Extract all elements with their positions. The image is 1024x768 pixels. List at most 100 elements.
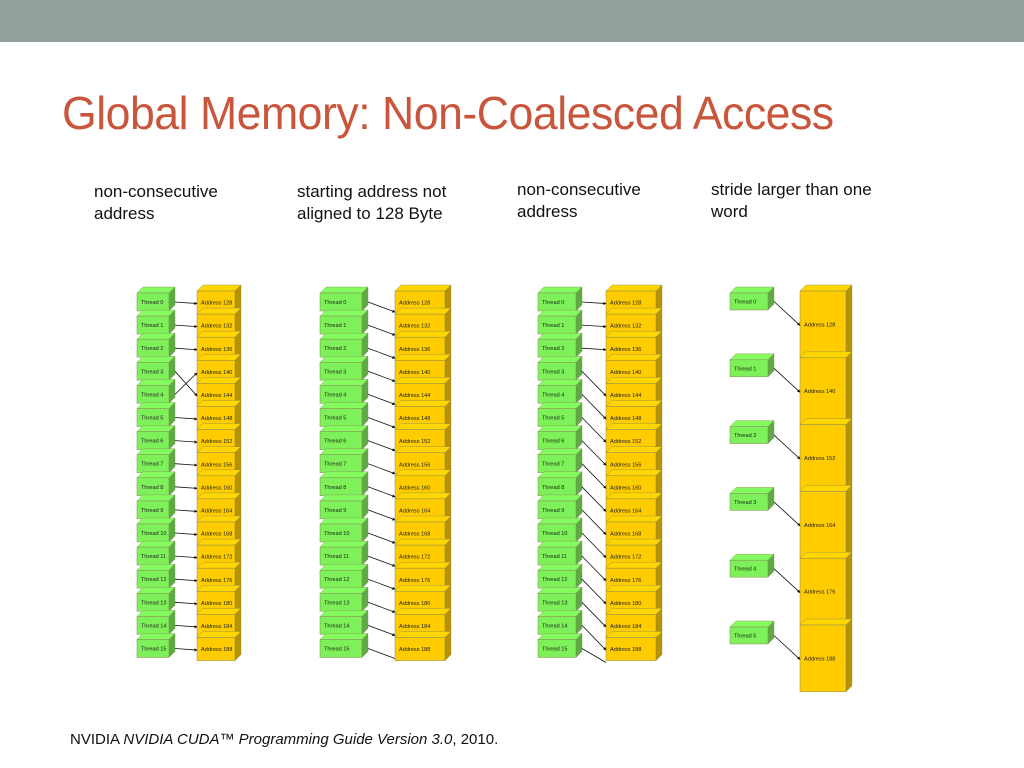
- thread-box: Thread 8: [136, 471, 176, 497]
- thread-box: Thread 3: [537, 355, 583, 381]
- thread-box-label: Thread 2: [141, 346, 163, 352]
- thread-box-label: Thread 14: [324, 623, 350, 629]
- thread-box: Thread 13: [319, 586, 369, 612]
- address-cell: Address 188: [394, 631, 452, 662]
- thread-box-label: Thread 4: [542, 392, 564, 398]
- thread-box: Thread 9: [319, 494, 369, 520]
- thread-box: Thread 4: [319, 378, 369, 404]
- access-arrow: [174, 372, 198, 395]
- thread-box: Thread 14: [319, 609, 369, 635]
- thread-box-label: Thread 9: [324, 508, 346, 514]
- thread-box: Thread 15: [319, 633, 369, 658]
- thread-box-label: Thread 0: [141, 300, 163, 306]
- thread-box: Thread 0: [729, 286, 775, 311]
- thread-box-label: Thread 3: [542, 369, 564, 375]
- thread-box: Thread 10: [319, 517, 369, 543]
- thread-box-label: Thread 1: [542, 323, 564, 329]
- access-arrow: [174, 301, 198, 305]
- thread-box-label: Thread 12: [141, 577, 167, 583]
- access-arrow: [581, 486, 607, 512]
- thread-box-label: Thread 1: [141, 323, 163, 329]
- thread-box: Thread 9: [537, 494, 583, 520]
- access-arrow: [174, 601, 198, 606]
- thread-box: Thread 4: [537, 378, 583, 404]
- access-arrow: [773, 368, 801, 393]
- address-cell-label: Address 176: [610, 578, 641, 584]
- address-cell: Address 152: [799, 418, 853, 492]
- thread-box-label: Thread 13: [324, 600, 350, 606]
- thread-box-label: Thread 9: [141, 508, 163, 514]
- address-cell-label: Address 160: [201, 485, 232, 491]
- thread-box-label: Thread 7: [141, 462, 163, 468]
- access-arrow: [367, 301, 396, 313]
- address-cell-label: Address 172: [399, 555, 430, 561]
- thread-box: Thread 9: [136, 494, 176, 520]
- address-cell-label: Address 168: [201, 532, 232, 538]
- address-cell-label: Address 128: [399, 301, 430, 307]
- address-cell: Address 176: [799, 551, 853, 626]
- address-cell-label: Address 168: [399, 532, 430, 538]
- access-arrow: [367, 370, 396, 382]
- thread-box-label: Thread 3: [141, 369, 163, 375]
- access-arrow: [581, 301, 607, 305]
- thread-box: Thread 5: [319, 402, 369, 427]
- access-arrow: [581, 625, 607, 651]
- access-arrow: [174, 463, 198, 467]
- access-arrow: [581, 648, 607, 663]
- thread-box-label: Thread 11: [542, 554, 567, 560]
- thread-box-label: Thread 15: [542, 647, 568, 653]
- address-cell-label: Address 184: [399, 624, 430, 630]
- thread-box: Thread 7: [319, 448, 369, 474]
- address-cell-label: Address 188: [804, 656, 835, 662]
- thread-box-label: Thread 0: [734, 300, 756, 306]
- address-cell-label: Address 188: [610, 647, 641, 653]
- address-cell-label: Address 152: [804, 456, 835, 462]
- access-arrow: [174, 347, 198, 352]
- access-arrow: [174, 509, 198, 513]
- thread-box: Thread 5: [136, 402, 176, 427]
- access-arrow: [581, 440, 607, 466]
- thread-box-label: Thread 6: [324, 439, 346, 445]
- thread-box-label: Thread 3: [324, 369, 346, 375]
- thread-box-label: Thread 15: [141, 647, 167, 653]
- thread-box: Thread 10: [136, 517, 176, 543]
- thread-box: Thread 1: [136, 309, 176, 335]
- access-arrow: [773, 635, 801, 660]
- thread-box: Thread 6: [537, 425, 583, 451]
- access-arrow: [367, 463, 396, 475]
- address-cell-label: Address 156: [399, 462, 430, 468]
- access-arrow: [174, 324, 198, 329]
- address-cell-label: Address 172: [201, 555, 232, 561]
- address-cell-label: Address 128: [201, 301, 232, 307]
- thread-box-label: Thread 6: [141, 439, 163, 445]
- address-cell-label: Address 144: [201, 393, 232, 399]
- address-cell-label: Address 148: [399, 416, 430, 422]
- thread-box-label: Thread 12: [324, 577, 350, 583]
- access-arrow: [367, 509, 396, 521]
- access-arrow: [367, 417, 396, 429]
- access-arrow: [367, 486, 396, 498]
- address-cell-label: Address 152: [399, 439, 430, 445]
- access-arrow: [773, 434, 801, 460]
- footer-year: , 2010.: [452, 731, 499, 748]
- thread-box: Thread 5: [729, 620, 775, 645]
- address-cell: Address 156: [394, 446, 452, 477]
- address-cell-label: Address 164: [610, 508, 641, 514]
- thread-box-label: Thread 4: [734, 567, 756, 573]
- address-cell-label: Address 188: [399, 647, 430, 653]
- address-cell-label: Address 140: [610, 370, 641, 376]
- thread-box: Thread 6: [136, 425, 176, 451]
- access-arrow: [581, 347, 607, 352]
- thread-box-label: Thread 6: [542, 439, 564, 445]
- access-arrow: [367, 578, 396, 590]
- thread-box: Thread 5: [537, 402, 583, 427]
- top-bar: [0, 0, 1024, 42]
- thread-box-label: Thread 7: [542, 462, 564, 468]
- access-arrow: [581, 578, 607, 605]
- thread-box-label: Thread 2: [324, 346, 346, 352]
- address-cell-label: Address 176: [399, 578, 430, 584]
- thread-box-label: Thread 15: [324, 647, 350, 653]
- address-cell-label: Address 144: [399, 393, 430, 399]
- slide-title: Global Memory: Non-Coalesced Access: [62, 87, 834, 139]
- thread-box: Thread 3: [136, 355, 176, 381]
